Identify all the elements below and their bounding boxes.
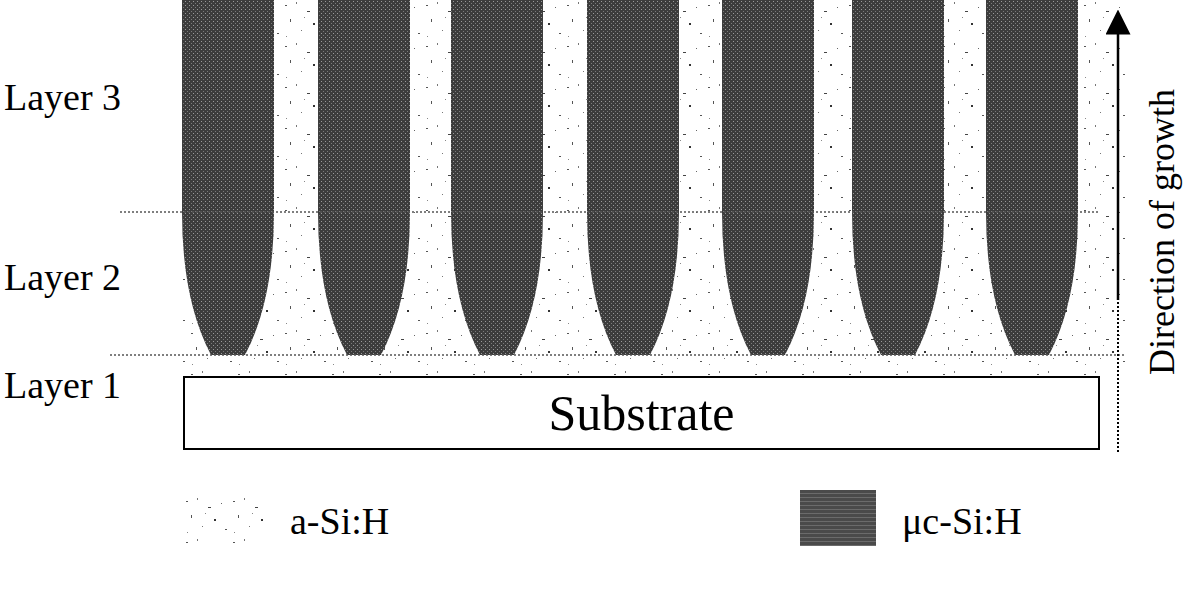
layer-label: Layer 1 [4, 366, 121, 404]
growth-arrow-tail [1117, 300, 1119, 452]
crystalline-column [722, 0, 814, 355]
legend-text: a-Si:H [290, 502, 389, 540]
crystalline-columns [182, 0, 1078, 355]
crystalline-column [986, 0, 1078, 355]
legend-swatch [183, 496, 265, 544]
crystalline-column [451, 0, 543, 355]
axis-label: Direction of growth [1144, 89, 1180, 375]
amorphous-region [183, 0, 1128, 376]
growth-arrow [1117, 22, 1120, 300]
crystalline-column [318, 0, 410, 355]
crystalline-column [182, 0, 274, 355]
crystalline-column [852, 0, 944, 355]
legend-sample [183, 496, 265, 544]
legend-text: μc-Si:H [902, 502, 1022, 540]
crystalline-column [587, 0, 679, 355]
substrate-box: Substrate [183, 376, 1100, 450]
node-text: Substrate [548, 388, 734, 438]
layer-boundary [110, 354, 1126, 356]
layer-boundary [120, 211, 1100, 213]
legend-swatch [800, 490, 876, 546]
layer-label: Layer 2 [4, 258, 121, 296]
layer-label: Layer 3 [4, 78, 121, 116]
